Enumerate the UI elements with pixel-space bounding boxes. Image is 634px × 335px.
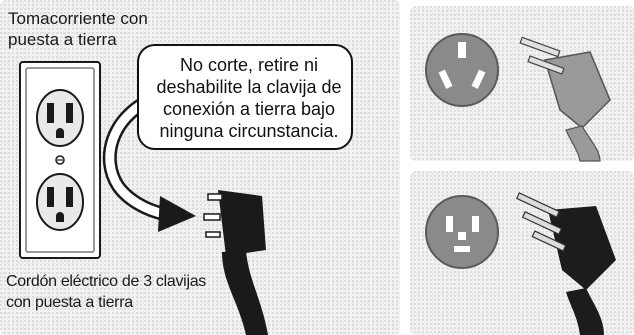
- three-prong-plug-icon: [203, 190, 268, 335]
- warning-text: No corte, retire ni deshabilite la clavi…: [156, 55, 342, 141]
- curved-arrow-icon: [102, 93, 196, 232]
- warning-callout: No corte, retire ni deshabilite la clavi…: [137, 44, 353, 150]
- round-receptacle-4-slot-icon: [425, 195, 499, 269]
- outlet-label: Tomacorriente con puesta a tierra: [8, 9, 148, 49]
- gray-plug-icon: [519, 36, 611, 162]
- black-plug-icon: [515, 192, 616, 335]
- wall-outlet-icon: [19, 61, 101, 259]
- cord-label: Cordón eléctrico de 3 clavijas con puest…: [6, 273, 206, 311]
- round-receptacle-icon: [425, 33, 499, 107]
